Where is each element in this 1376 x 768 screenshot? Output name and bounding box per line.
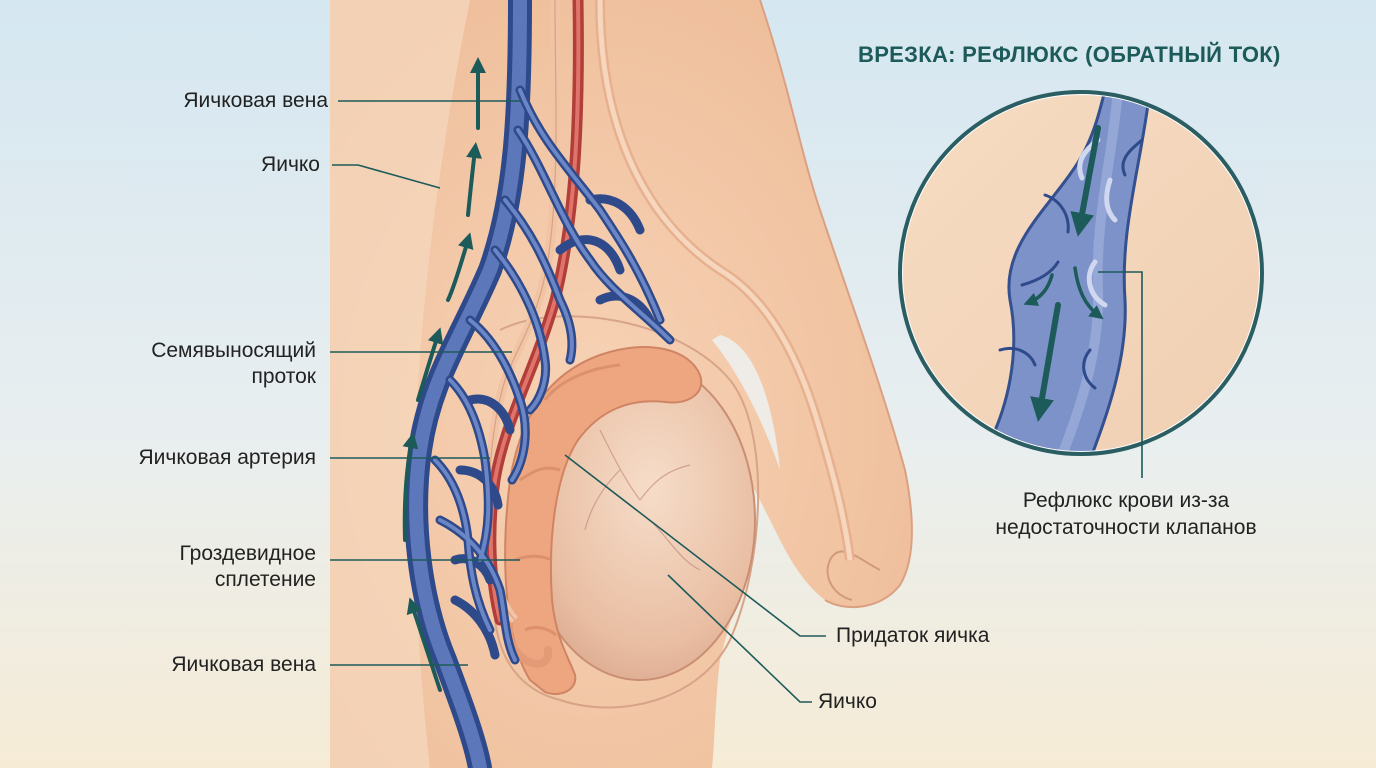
label-testicular-vein-bottom: Яичковая вена [171, 652, 316, 678]
label-testis-left: Яичко [261, 152, 320, 178]
label-epididymis: Придаток яичка [836, 623, 989, 649]
inset-caption-line1: Рефлюкс крови из-за [936, 488, 1316, 514]
inset-title: ВРЕЗКА: РЕФЛЮКС (ОБРАТНЫЙ ТОК) [858, 42, 1281, 68]
label-testis-right: Яичко [818, 689, 877, 715]
label-pampiniform-line2: сплетение [215, 567, 316, 593]
label-testicular-artery: Яичковая артерия [139, 445, 317, 471]
inset-caption-line2: недостаточности клапанов [936, 515, 1316, 541]
label-pampiniform-line1: Гроздевидное [179, 541, 316, 567]
label-testicular-vein-top: Яичковая вена [183, 88, 328, 114]
label-vas-deferens-line1: Семявыносящий [151, 338, 316, 364]
label-vas-deferens-line2: проток [251, 364, 316, 390]
